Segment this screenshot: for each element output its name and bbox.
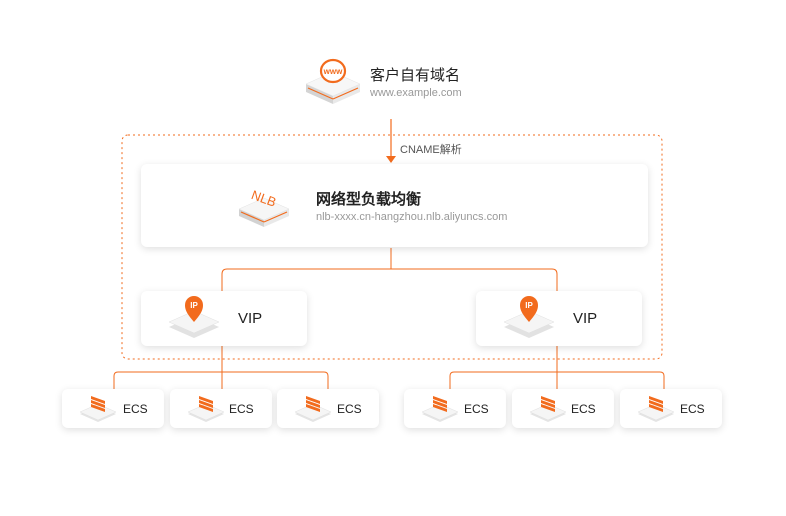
ip-pin-icon: IP (167, 292, 221, 340)
vip-card-1[interactable]: IP VIP (141, 291, 307, 346)
ecs-group1-bracket (113, 371, 329, 389)
server-icon (420, 392, 460, 424)
ecs-card-5[interactable]: ECS (512, 389, 614, 428)
domain-icon: www (304, 54, 362, 110)
server-icon (528, 392, 568, 424)
nlb-card[interactable]: NLB 网络型负载均衡 nlb-xxxx.cn-hangzhou.nlb.ali… (141, 164, 648, 247)
cname-label: CNAME解析 (400, 144, 462, 156)
nlb-region-border (121, 134, 663, 360)
ecs-label-3: ECS (337, 402, 362, 416)
ecs-label-6: ECS (680, 402, 705, 416)
ecs-card-4[interactable]: ECS (404, 389, 506, 428)
ip-pin-icon: IP (502, 292, 556, 340)
ecs-card-3[interactable]: ECS (277, 389, 379, 428)
server-icon (636, 392, 676, 424)
ecs-group2-bracket (449, 371, 665, 389)
vip-label-1: VIP (238, 310, 263, 327)
domain-subtitle: www.example.com (370, 87, 462, 99)
ecs-label-1: ECS (123, 402, 148, 416)
vip-card-2[interactable]: IP VIP (476, 291, 642, 346)
vip-label-2: VIP (573, 310, 598, 327)
vip-branch-line (221, 268, 558, 291)
nlb-icon: NLB (237, 176, 291, 232)
ecs-label-4: ECS (464, 402, 489, 416)
svg-text:IP: IP (190, 301, 198, 310)
cname-arrow-head (386, 156, 396, 163)
server-icon (78, 392, 118, 424)
server-icon (186, 392, 226, 424)
nlb-subtitle: nlb-xxxx.cn-hangzhou.nlb.aliyuncs.com (316, 211, 508, 223)
server-icon (293, 392, 333, 424)
ecs-card-6[interactable]: ECS (620, 389, 722, 428)
ecs-label-2: ECS (229, 402, 254, 416)
ecs-label-5: ECS (571, 402, 596, 416)
svg-text:www: www (323, 67, 343, 76)
ecs-card-1[interactable]: ECS (62, 389, 164, 428)
svg-text:IP: IP (525, 301, 533, 310)
nlb-title: 网络型负载均衡 (316, 191, 422, 208)
domain-title: 客户自有域名 (370, 67, 461, 84)
ecs-card-2[interactable]: ECS (170, 389, 272, 428)
